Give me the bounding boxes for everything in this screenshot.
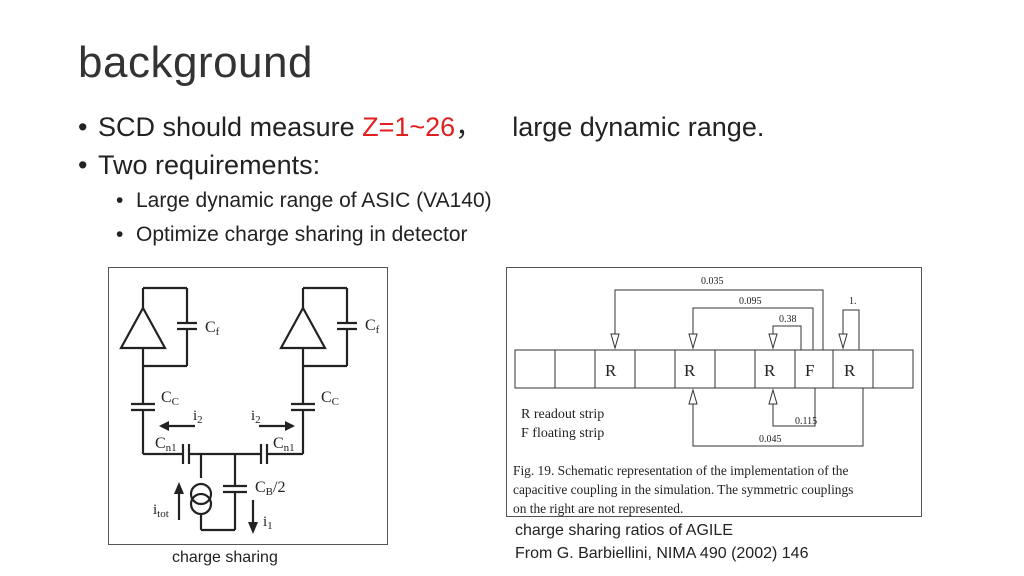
strip-label-r1: R xyxy=(605,361,617,380)
circuit-diagram: Cf Cf CC CC i2 i2 Cn1 Cn1 CB/2 itot i1 xyxy=(119,286,380,534)
slide-title: background xyxy=(78,38,313,87)
bullet-text: SCD should measure xyxy=(98,112,363,142)
sub-bullet-text: Optimize charge sharing in detector xyxy=(136,223,468,246)
strip-label-f: F xyxy=(805,361,814,380)
z-range-highlight: Z=1~26 xyxy=(362,112,456,142)
strip-label-r2: R xyxy=(684,361,696,380)
bullet-dot: • xyxy=(78,112,88,142)
strip-diagram: 0.035 0.095 1. 0.38 0.115 0.045 R R R F … xyxy=(513,276,914,516)
fig-caption-line1: Fig. 19. Schematic representation of the… xyxy=(513,463,848,478)
sub-bullet-text: Large dynamic range of ASIC (VA140) xyxy=(136,189,492,212)
ratio-1: 1. xyxy=(849,296,857,307)
ratio-0045: 0.045 xyxy=(759,434,782,445)
amplifier-left xyxy=(119,305,167,350)
ratio-0095: 0.095 xyxy=(739,296,762,307)
label-cf-left: Cf xyxy=(205,319,220,338)
bullet-requirements: • Two requirements: xyxy=(78,146,764,184)
ratio-038: 0.38 xyxy=(779,314,797,325)
label-i1: i1 xyxy=(263,514,273,532)
ratio-0035: 0.035 xyxy=(701,276,724,287)
strip-label-r3: R xyxy=(764,361,776,380)
strip-coupling-figure: 0.035 0.095 1. 0.38 0.115 0.045 R R R F … xyxy=(506,267,922,517)
legend-readout: R readout strip xyxy=(521,407,604,422)
label-i2-left: i2 xyxy=(193,408,203,426)
fig-caption-line2: capacitive coupling in the simulation. T… xyxy=(513,482,853,497)
bullet-dot: • xyxy=(116,189,124,212)
bullet-text: Two requirements: xyxy=(98,150,321,180)
label-cc-left: CC xyxy=(161,389,179,408)
sub-bullet-charge-sharing: • Optimize charge sharing in detector xyxy=(78,218,764,252)
right-caption-line2: From G. Barbiellini, NIMA 490 (2002) 146 xyxy=(515,545,809,562)
label-itot: itot xyxy=(153,502,169,520)
label-i2-right: i2 xyxy=(251,408,261,426)
sub-bullet-asic: • Large dynamic range of ASIC (VA140) xyxy=(78,184,764,218)
bullet-text-suffix: large dynamic range. xyxy=(512,112,765,142)
fullwidth-comma: ， xyxy=(455,112,483,142)
strip-label-r4: R xyxy=(844,361,856,380)
fig-caption-line3: on the right are not represented. xyxy=(513,501,683,516)
legend-floating: F floating strip xyxy=(521,426,604,441)
left-figure-caption: charge sharing xyxy=(172,549,278,566)
label-cc-right: CC xyxy=(321,389,339,408)
bullet-dot: • xyxy=(78,150,88,180)
bullet-dot: • xyxy=(116,223,124,246)
label-cn1-left: Cn1 xyxy=(155,435,177,454)
charge-sharing-circuit-figure: Cf Cf CC CC i2 i2 Cn1 Cn1 CB/2 itot i1 xyxy=(108,267,388,545)
bullet-list: • SCD should measure Z=1~26， large dynamic… xyxy=(78,108,764,252)
label-cn1-right: Cn1 xyxy=(273,435,295,454)
amplifier-right xyxy=(279,305,327,350)
ratio-0115: 0.115 xyxy=(795,416,817,427)
label-cb: CB/2 xyxy=(255,479,285,498)
bullet-scd: • SCD should measure Z=1~26， large dynamic… xyxy=(78,108,764,146)
label-cf-right: Cf xyxy=(365,317,380,336)
right-caption-line1: charge sharing ratios of AGILE xyxy=(515,522,733,539)
